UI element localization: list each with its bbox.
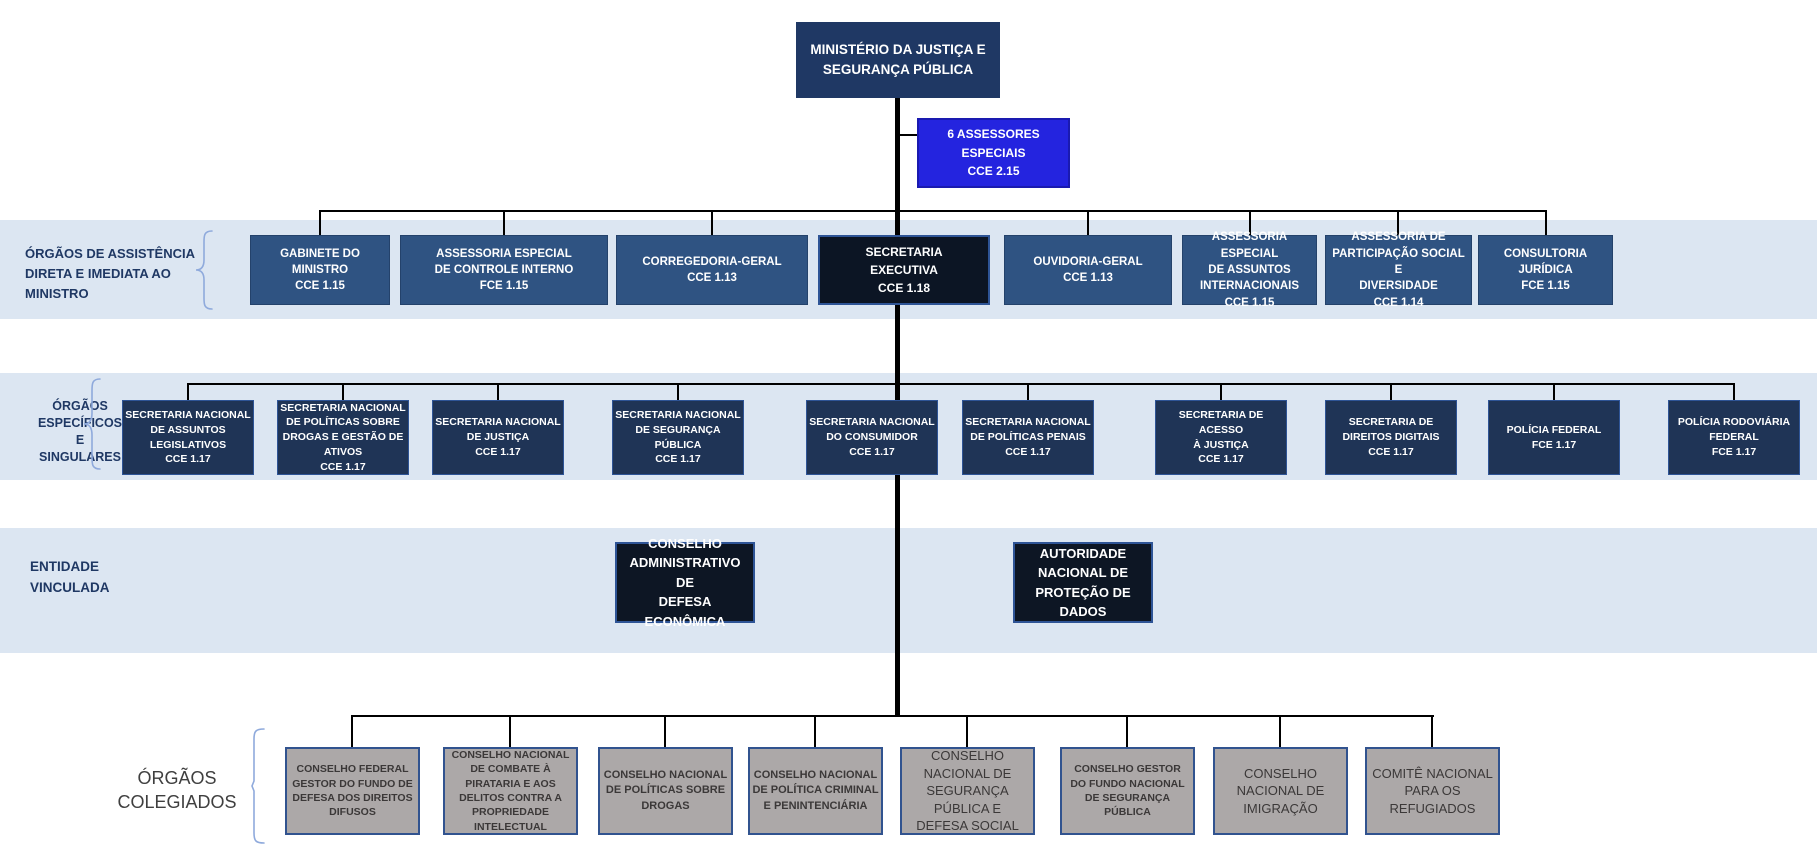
connector-row4-stub [351, 715, 353, 747]
connector-row2-stub [1553, 383, 1555, 400]
connector-row1-stub [1087, 210, 1089, 235]
org-box-policia-federal: POLÍCIA FEDERAL FCE 1.17 [1488, 400, 1620, 475]
org-box-conselho-politicas-drogas: CONSELHO NACIONAL DE POLÍTICAS SOBRE DRO… [598, 747, 733, 835]
org-box-sec-politicas-drogas-ativos: SECRETARIA NACIONAL DE POLÍTICAS SOBRE D… [277, 400, 409, 475]
connector-row2-stub [1390, 383, 1392, 400]
band3-label: ENTIDADE VINCULADA [30, 559, 110, 595]
org-box-secretaria-executiva: SECRETARIA EXECUTIVA CCE 1.18 [818, 235, 990, 305]
band4-label: ÓRGÃOS COLEGIADOS [117, 768, 237, 813]
brace-icon [83, 378, 101, 470]
org-box-ministerio: MINISTÉRIO DA JUSTIÇA E SEGURANÇA PÚBLIC… [796, 22, 1000, 98]
org-box-ouvidoria-geral: OUVIDORIA-GERAL CCE 1.13 [1004, 235, 1172, 305]
connector-row2-stub [342, 383, 344, 400]
connector-row1-stub [1545, 210, 1547, 235]
connector-row4-stub [664, 715, 666, 747]
band1-label: ÓRGÃOS DE ASSISTÊNCIA DIRETA E IMEDIATA … [25, 246, 195, 301]
connector-row4-stub [814, 715, 816, 747]
org-box-sec-consumidor: SECRETARIA NACIONAL DO CONSUMIDOR CCE 1.… [806, 400, 938, 475]
brace-icon [195, 230, 213, 310]
connector-row1-horizontal [320, 210, 1546, 212]
org-box-assessoria-controle-interno: ASSESSORIA ESPECIAL DE CONTROLE INTERNO … [400, 235, 608, 305]
org-box-consultoria-juridica: CONSULTORIA JURÍDICA FCE 1.15 [1478, 235, 1613, 305]
org-box-sec-direitos-digitais: SECRETARIA DE DIREITOS DIGITAIS CCE 1.17 [1325, 400, 1457, 475]
org-box-anpd: AUTORIDADE NACIONAL DE PROTEÇÃO DE DADOS [1013, 542, 1153, 623]
connector-row4-stub [509, 715, 511, 747]
org-box-sec-acesso-justica: SECRETARIA DE ACESSO À JUSTIÇA CCE 1.17 [1155, 400, 1287, 475]
org-box-sec-assuntos-legislativos: SECRETARIA NACIONAL DE ASSUNTOS LEGISLAT… [122, 400, 254, 475]
org-box-conselho-imigracao: CONSELHO NACIONAL DE IMIGRAÇÃO [1213, 747, 1348, 835]
connector-row2-stub [187, 383, 189, 400]
org-box-conselho-fundo-seguranca-publica: CONSELHO GESTOR DO FUNDO NACIONAL DE SEG… [1060, 747, 1195, 835]
connector-row1-stub [1397, 210, 1399, 235]
org-box-cade: CONSELHO ADMINISTRATIVO DE DEFESA ECONÔM… [615, 536, 755, 629]
org-box-conselho-combate-pirataria: CONSELHO NACIONAL DE COMBATE À PIRATARIA… [443, 747, 578, 835]
connector-row2-stub [1220, 383, 1222, 400]
connector-advisors-stub [900, 134, 917, 136]
org-box-corregedoria-geral: CORREGEDORIA-GERAL CCE 1.13 [616, 235, 808, 305]
org-box-assessoria-participacao-social: ASSESSORIA DE PARTICIPAÇÃO SOCIAL E DIVE… [1325, 231, 1472, 309]
connector-row4-stub [966, 715, 968, 747]
org-box-conselho-politica-criminal: CONSELHO NACIONAL DE POLÍTICA CRIMINAL E… [748, 747, 883, 835]
band-entidade-vinculada [0, 528, 1817, 653]
connector-row4-stub [1126, 715, 1128, 747]
band2-label: ÓRGÃOS ESPECÍFICOS E SINGULARES [37, 399, 123, 464]
org-box-sec-seguranca-publica: SECRETARIA NACIONAL DE SEGURANÇA PÚBLICA… [612, 400, 744, 475]
org-box-gabinete-do-ministro: GABINETE DO MINISTRO CCE 1.15 [250, 235, 390, 305]
connector-row4-stub [1279, 715, 1281, 747]
org-box-sec-justica: SECRETARIA NACIONAL DE JUSTIÇA CCE 1.17 [432, 400, 564, 475]
connector-row1-stub [319, 210, 321, 235]
connector-row2-stub [677, 383, 679, 400]
connector-row1-stub [1249, 210, 1251, 235]
bracket-icon [251, 728, 265, 844]
org-box-sec-politicas-penais: SECRETARIA NACIONAL DE POLÍTICAS PENAIS … [962, 400, 1094, 475]
connector-row4-horizontal [352, 715, 1434, 717]
connector-row2-stub [1027, 383, 1029, 400]
connector-row2-horizontal [188, 383, 1735, 385]
org-box-assessoria-assuntos-internacionais: ASSESSORIA ESPECIAL DE ASSUNTOS INTERNAC… [1182, 231, 1317, 309]
org-box-conselho-fundo-direitos-difusos: CONSELHO FEDERAL GESTOR DO FUNDO DE DEFE… [285, 747, 420, 835]
connector-row2-stub [497, 383, 499, 400]
org-box-comite-refugiados: COMITÊ NACIONAL PARA OS REFUGIADOS [1365, 747, 1500, 835]
connector-row2-stub [1733, 383, 1735, 400]
connector-row1-stub [503, 210, 505, 235]
connector-row4-stub [1431, 715, 1433, 747]
org-box-conselho-seguranca-defesa-social: CONSELHO NACIONAL DE SEGURANÇA PÚBLICA E… [900, 747, 1035, 835]
connector-row1-stub [711, 210, 713, 235]
org-box-policia-rodoviaria-federal: POLÍCIA RODOVIÁRIA FEDERAL FCE 1.17 [1668, 400, 1800, 475]
org-box-assessores-especiais: 6 ASSESSORES ESPECIAIS CCE 2.15 [917, 118, 1070, 188]
